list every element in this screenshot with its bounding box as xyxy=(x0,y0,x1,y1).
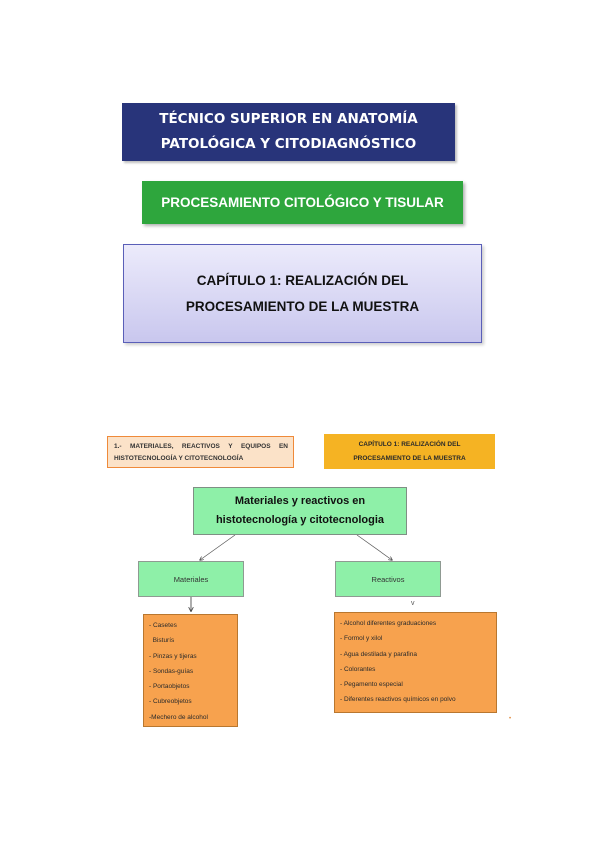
course-title-line1: TÉCNICO SUPERIOR EN ANATOMÍA xyxy=(159,111,418,127)
central-concept-node: Materiales y reactivos en histotecnologí… xyxy=(193,487,407,535)
chapter-badge-line2: PROCESAMIENTO DE LA MUESTRA xyxy=(353,454,466,462)
chapter-title-line2: PROCESAMIENTO DE LA MUESTRA xyxy=(185,298,420,314)
connector-to-reactivos xyxy=(356,534,392,560)
section-label-word: REACTIVOS xyxy=(181,443,220,450)
chapter-title-line1: CAPÍTULO 1: REALIZACIÓN DEL xyxy=(196,272,409,288)
section-label-word: Y xyxy=(228,443,233,450)
chapter-banner: CAPÍTULO 1: REALIZACIÓN DEL PROCESAMIENT… xyxy=(123,244,482,343)
list-item: Bisturís xyxy=(149,637,175,645)
section-label-line1: 1.- MATERIALES, REACTIVOS Y EQUIPOS EN xyxy=(114,441,288,453)
central-node-line2: histotecnología y citotecnologia xyxy=(215,514,385,526)
list-item: -Mechero de alcohol xyxy=(149,713,208,721)
list-item: - Alcohol diferentes graduaciones xyxy=(340,620,437,627)
course-title-banner: TÉCNICO SUPERIOR EN ANATOMÍA PATOLÓGICA … xyxy=(122,103,455,161)
section-label-word: MATERIALES, xyxy=(129,443,174,450)
subject-title: PROCESAMIENTO CITOLÓGICO Y TISULAR xyxy=(161,195,444,210)
reactivos-node: Reactivos xyxy=(335,561,441,597)
section-label-word: EN xyxy=(278,443,288,450)
subject-banner: PROCESAMIENTO CITOLÓGICO Y TISULAR xyxy=(142,181,463,224)
list-item: - Cubreobjetos xyxy=(149,698,192,706)
chapter-badge-line1: CAPÍTULO 1: REALIZACIÓN DEL xyxy=(358,440,461,448)
list-item: - Formol y xilol xyxy=(340,635,383,643)
list-item: - Colorantes xyxy=(340,665,376,673)
reactivos-label: Reactivos xyxy=(371,574,405,584)
section-label: 1.- MATERIALES, REACTIVOS Y EQUIPOS EN H… xyxy=(107,436,294,468)
section-label-line2: HISTOTECNOLOGÍA Y CITOTECNOLOGÍA xyxy=(114,455,244,462)
list-item: - Pegamento especial xyxy=(340,681,403,689)
reactivos-list: - Alcohol diferentes graduaciones - Form… xyxy=(334,612,497,713)
corner-mark: • xyxy=(509,716,512,722)
list-item: - Casetes xyxy=(149,622,177,629)
chapter-badge: CAPÍTULO 1: REALIZACIÓN DEL PROCESAMIENT… xyxy=(324,434,495,469)
connector-reactivos-list-mark: v xyxy=(411,600,415,607)
materiales-list: - Casetes Bisturís - Pinzas y tijeras - … xyxy=(143,614,238,727)
central-node-line1: Materiales y reactivos en xyxy=(234,495,366,507)
section-label-word: 1.- xyxy=(114,443,122,450)
section-label-word: EQUIPOS xyxy=(240,443,271,450)
materiales-label: Materiales xyxy=(173,574,209,584)
materiales-node: Materiales xyxy=(138,561,244,597)
list-item: - Diferentes reactivos químicos en polvo xyxy=(340,696,456,704)
list-item: - Pinzas y tijeras xyxy=(149,652,197,660)
list-item: - Portaobjetos xyxy=(149,683,190,691)
course-title-line2: PATOLÓGICA Y CITODIAGNÓSTICO xyxy=(160,136,417,152)
list-item: - Agua destilada y parafina xyxy=(340,650,417,658)
connector-to-materiales xyxy=(200,534,236,560)
list-item: - Sondas-guías xyxy=(149,667,194,675)
